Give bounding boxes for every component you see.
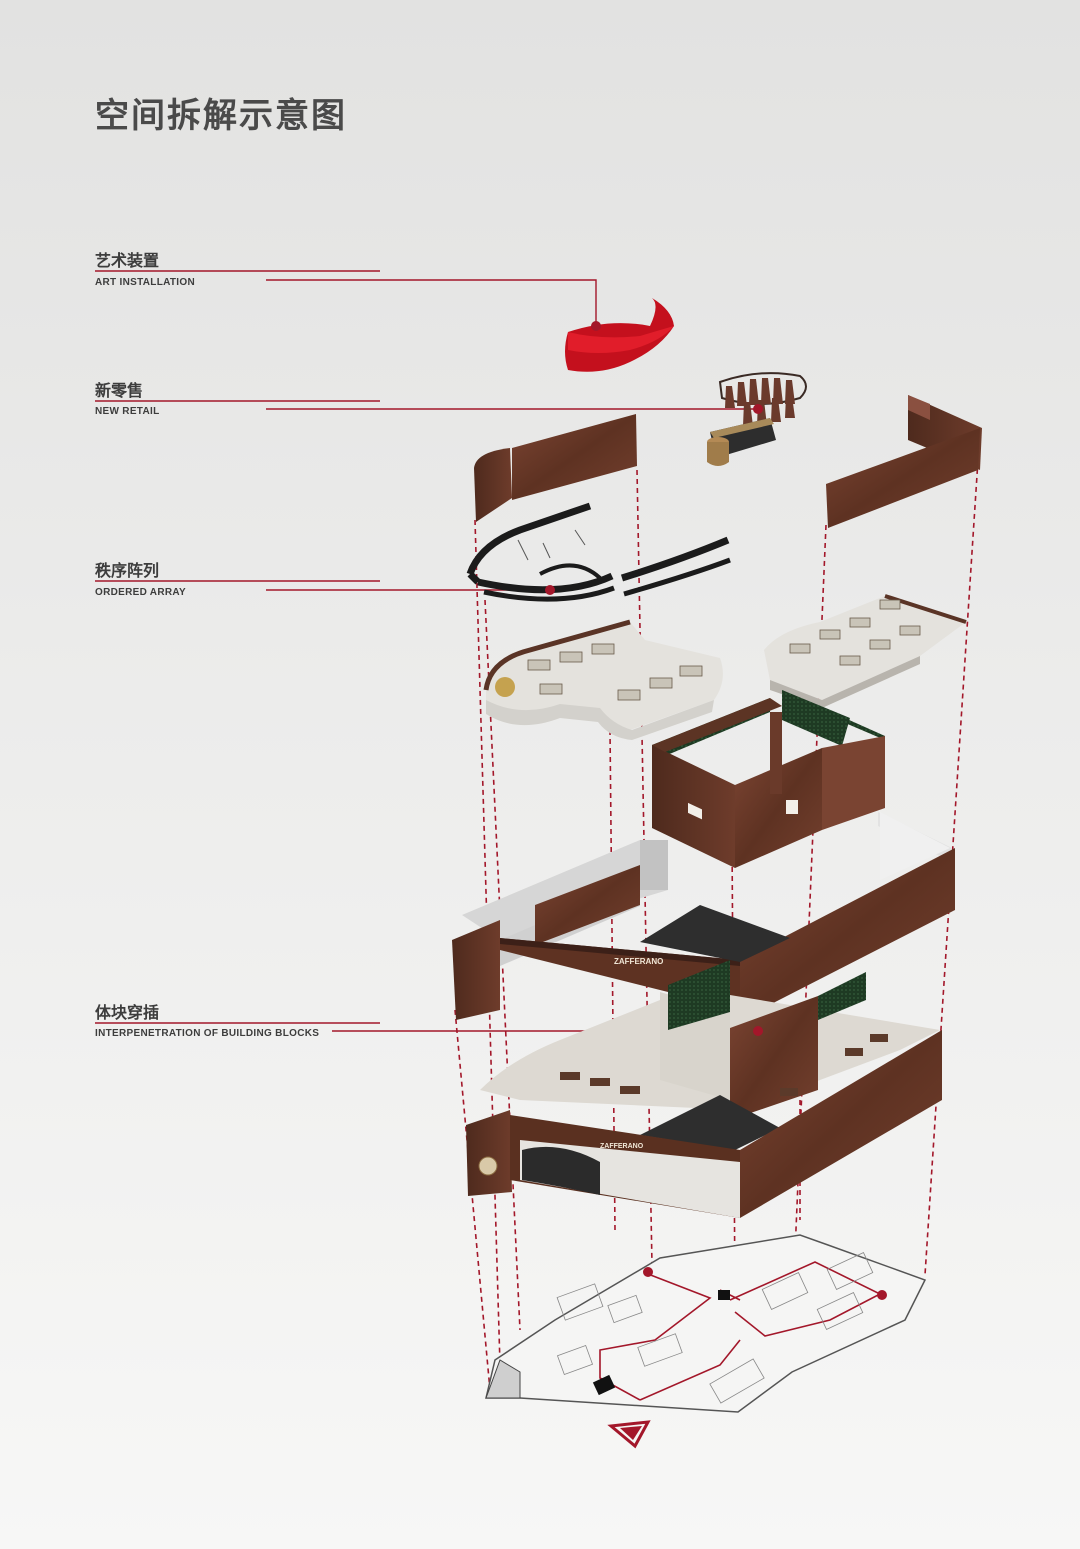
dining-layer-left [483,619,723,740]
label-interpenetration-en: INTERPENETRATION OF BUILDING BLOCKS [95,1028,320,1039]
art-installation-sculpture [565,298,674,372]
dining-layer-right [764,594,967,708]
marker-ordered-array [545,585,555,595]
entrance-arrow-icon [607,1420,651,1449]
label-art-installation-en: ART INSTALLATION [95,277,195,288]
upper-building-shell: ZAFFERANO [452,812,955,1020]
label-new-retail-cn: 新零售 [95,381,144,400]
marker-blocks [753,1026,763,1036]
signage-lower: ZAFFERANO [600,1143,644,1150]
label-interpenetration-cn: 体块穿插 [95,1003,160,1022]
ordered-array-shelves [466,502,731,602]
new-retail-rack [707,372,807,466]
lower-building: ZAFFERANO [466,960,942,1218]
label-ordered-array-cn: 秩序阵列 [95,561,160,580]
label-art-installation-cn: 艺术装置 [95,251,160,270]
leader-art [266,279,597,325]
top-wood-walls [474,395,982,528]
leader-lines [95,270,758,1032]
label-ordered-array-en: ORDERED ARRAY [95,587,186,598]
wood-block-green-walls [652,690,885,868]
floor-plan [485,1234,927,1449]
label-new-retail-en: NEW RETAIL [95,406,160,417]
signage-upper: ZAFFERANO [614,957,663,966]
page-title: 空间拆解示意图 [95,96,347,136]
